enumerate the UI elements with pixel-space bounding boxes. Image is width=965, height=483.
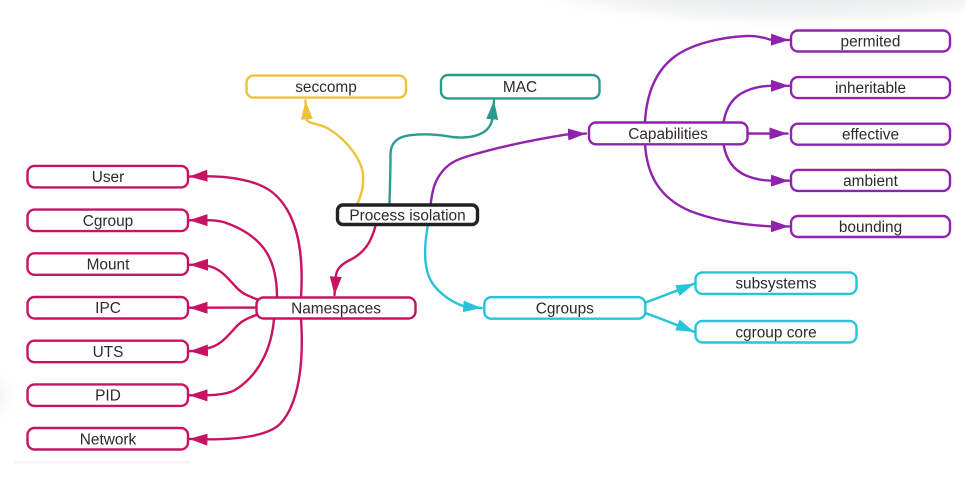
svg-text:MAC: MAC <box>503 79 537 96</box>
svg-text:permited: permited <box>841 34 901 51</box>
svg-text:User: User <box>92 169 125 186</box>
svg-text:Cgroups: Cgroups <box>536 300 594 317</box>
svg-text:effective: effective <box>842 127 899 144</box>
svg-text:Mount: Mount <box>87 257 130 274</box>
svg-text:Network: Network <box>80 431 137 448</box>
svg-text:cgroup core: cgroup core <box>735 324 816 341</box>
svg-text:bounding: bounding <box>839 219 902 236</box>
svg-text:Namespaces: Namespaces <box>291 301 381 318</box>
svg-text:IPC: IPC <box>95 300 121 317</box>
svg-text:Process isolation: Process isolation <box>349 207 465 224</box>
svg-text:Capabilities: Capabilities <box>628 126 708 143</box>
svg-text:PID: PID <box>95 388 121 405</box>
svg-text:ambient: ambient <box>843 173 898 190</box>
svg-text:subsystems: subsystems <box>735 276 817 293</box>
svg-text:seccomp: seccomp <box>295 79 357 96</box>
svg-text:Cgroup: Cgroup <box>83 213 133 230</box>
svg-text:inheritable: inheritable <box>835 80 906 97</box>
svg-text:UTS: UTS <box>93 344 124 361</box>
